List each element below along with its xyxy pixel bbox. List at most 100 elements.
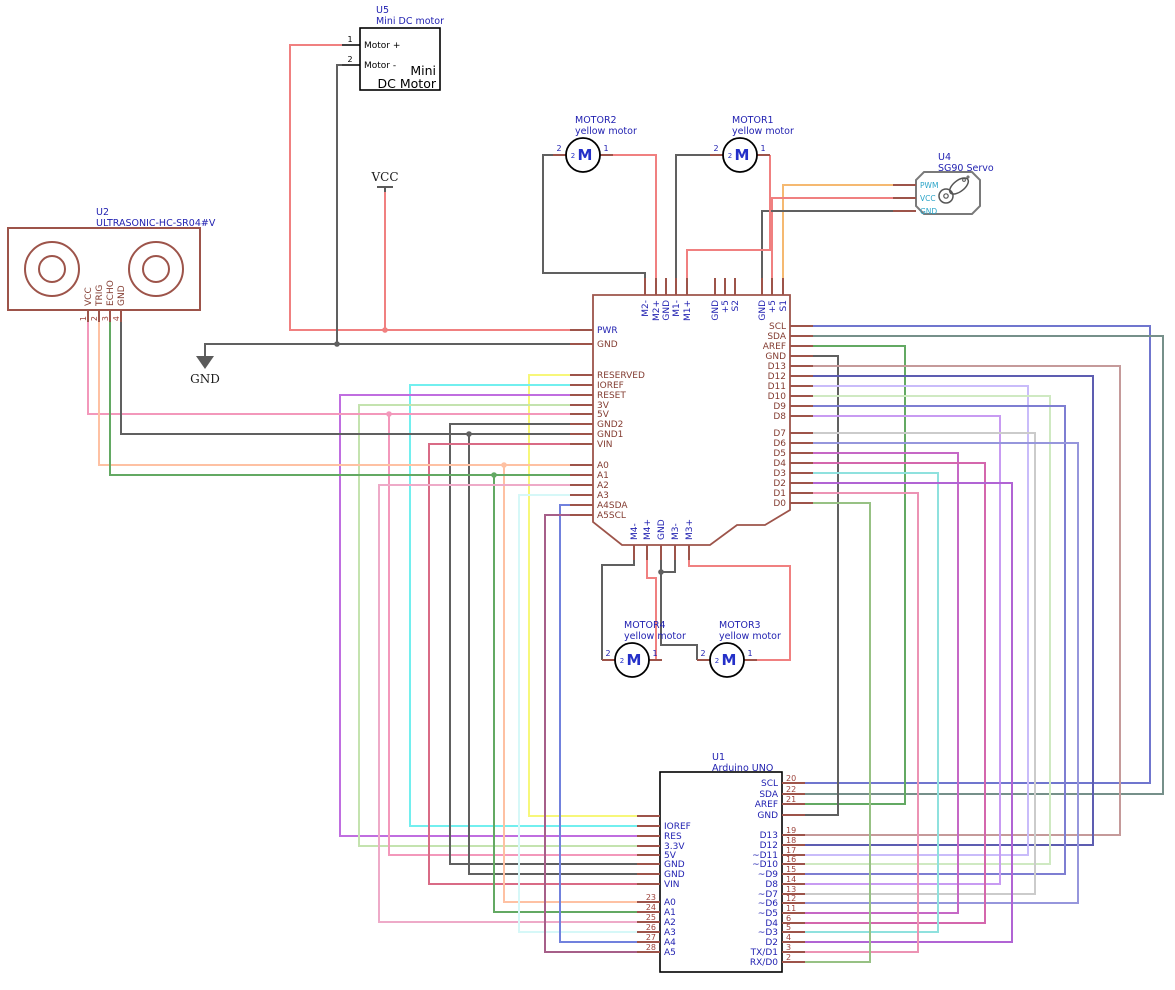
u1-pin-num: 5 bbox=[786, 923, 791, 932]
wire-net-a5 bbox=[544, 514, 637, 953]
u1-value: Arduino UNO bbox=[712, 763, 773, 774]
shield-pin-name: 3V bbox=[597, 401, 610, 411]
u1-pin-num: 22 bbox=[786, 785, 796, 794]
u1-pin-name: A1 bbox=[664, 908, 676, 918]
u1-pin-name: SCL bbox=[761, 779, 778, 789]
shield-pin-name: M4- bbox=[630, 523, 640, 540]
wire-net-pwr-vcc bbox=[289, 44, 570, 331]
shield-pin-name: GND bbox=[765, 352, 786, 362]
u1-pin-name: ~D3 bbox=[758, 928, 778, 938]
motor-body bbox=[722, 137, 758, 173]
shield-pin-name: D6 bbox=[773, 439, 786, 449]
junction-dot bbox=[386, 411, 392, 417]
vcc-label: VCC bbox=[370, 170, 398, 184]
u1-pin-name: D2 bbox=[765, 938, 778, 948]
u2-transducer-icon bbox=[24, 241, 80, 297]
u1-pin-name: 3.3V bbox=[664, 842, 685, 852]
wire-net-vin bbox=[428, 443, 637, 885]
motor-body bbox=[709, 642, 745, 678]
wire-net-ioref bbox=[409, 384, 637, 827]
u1-pin-name: TX/D1 bbox=[750, 948, 778, 958]
motor-m-icon: M bbox=[735, 146, 750, 164]
junction-dot bbox=[658, 569, 664, 575]
wire-net-m3-plus bbox=[688, 560, 791, 661]
u2-body bbox=[7, 227, 201, 311]
u4-ref: U4 bbox=[938, 152, 951, 163]
u1-pin-name: A3 bbox=[664, 928, 676, 938]
motor-inner-pin: 2 bbox=[620, 657, 624, 665]
motor-pin-num: 1 bbox=[747, 649, 752, 658]
u1-pin-num: 20 bbox=[786, 774, 796, 783]
junction-dot bbox=[382, 327, 388, 333]
u1-pin-name: GND bbox=[664, 870, 685, 880]
u1-pin-name: A2 bbox=[664, 918, 676, 928]
motor-ref: MOTOR4 bbox=[624, 620, 666, 631]
wire-net-d8 bbox=[805, 415, 1001, 885]
shield-pin-name: GND bbox=[758, 300, 768, 321]
wire-net-d3 bbox=[805, 472, 939, 933]
wire-net-d5 bbox=[805, 452, 959, 914]
wire-net-aref bbox=[805, 345, 906, 805]
shield-pin-name: GND bbox=[662, 300, 672, 321]
u1-pin-name: A5 bbox=[664, 948, 676, 958]
u2-pin-num: 4 bbox=[112, 316, 121, 321]
shield-pin-name: PWR bbox=[597, 326, 618, 336]
u2-pin-name: GND bbox=[117, 285, 127, 306]
shield-pin-name: +5 bbox=[721, 300, 731, 313]
shield-pin-name: M1+ bbox=[683, 300, 693, 321]
u1-pin-name: VIN bbox=[664, 880, 680, 890]
shield-pin-name: D11 bbox=[768, 382, 786, 392]
u1-pin-name: RX/D0 bbox=[750, 958, 778, 968]
shield-pin-name: GND bbox=[657, 519, 667, 540]
shield-pin-name: M1- bbox=[672, 300, 682, 317]
u1-pin-name: 5V bbox=[664, 851, 677, 861]
u1-pin-name: ~D11 bbox=[752, 851, 778, 861]
motor-body bbox=[614, 642, 650, 678]
wire-net-m1-plus bbox=[686, 155, 771, 278]
wire-net-scl bbox=[805, 325, 1151, 784]
shield-pin-name: +5 bbox=[768, 300, 778, 313]
component-motor-shield: PWRGNDRESERVEDIOREFRESET3V5VGND2GND1VINA… bbox=[570, 278, 813, 560]
wire-net-m3-minus bbox=[661, 560, 676, 573]
u2-pin-name: ECHO bbox=[106, 280, 116, 306]
u2-transducer-icon bbox=[38, 255, 66, 283]
wire-net-gnd1-main bbox=[120, 322, 570, 435]
u2-pin-name: VCC bbox=[84, 287, 94, 306]
wire-net-reset bbox=[339, 394, 637, 837]
motor-ref: MOTOR3 bbox=[719, 620, 761, 631]
wire-net-d1 bbox=[805, 492, 919, 953]
u1-pin-name: ~D5 bbox=[758, 909, 778, 919]
shield-pin-name: RESERVED bbox=[597, 371, 645, 381]
motor-pin-num: 1 bbox=[652, 649, 657, 658]
u1-pin-num: 6 bbox=[786, 914, 791, 923]
wire-net-a0-branch bbox=[503, 465, 637, 903]
wire-net-d11 bbox=[805, 385, 1029, 856]
u2-pin-num: 3 bbox=[101, 316, 110, 321]
motor-value: yellow motor bbox=[624, 631, 686, 642]
u1-body bbox=[659, 771, 783, 973]
u1-pin-num: 24 bbox=[646, 903, 656, 912]
u2-transducer-icon bbox=[142, 255, 170, 283]
u1-pin-name: ~D10 bbox=[752, 860, 778, 870]
u1-ref: U1 bbox=[712, 752, 725, 763]
shield-pin-name: D5 bbox=[773, 449, 786, 459]
u4-pin-name: GND bbox=[920, 207, 937, 216]
u1-pin-name: D4 bbox=[765, 919, 778, 929]
motor-pin-num: 2 bbox=[713, 144, 718, 153]
u1-pin-num: 3 bbox=[786, 943, 791, 952]
motor-pin-num: 1 bbox=[603, 144, 608, 153]
u5-inner-label: Mini bbox=[410, 63, 436, 78]
wire-net-servo-vcc bbox=[771, 197, 893, 278]
wire-net-d12 bbox=[805, 375, 1094, 846]
motor-body bbox=[565, 137, 601, 173]
shield-pin-name: D13 bbox=[768, 362, 786, 372]
u2-value: ULTRASONIC-HC-SR04#V bbox=[96, 218, 216, 229]
shield-pin-name: GND1 bbox=[597, 430, 623, 440]
wire-net-gnd-main bbox=[204, 343, 570, 356]
wire-net-d13 bbox=[805, 365, 1121, 836]
shield-pin-name: A0 bbox=[597, 461, 609, 471]
shield-pin-name: M4+ bbox=[643, 519, 653, 540]
u5-ref: U5 bbox=[376, 5, 389, 16]
